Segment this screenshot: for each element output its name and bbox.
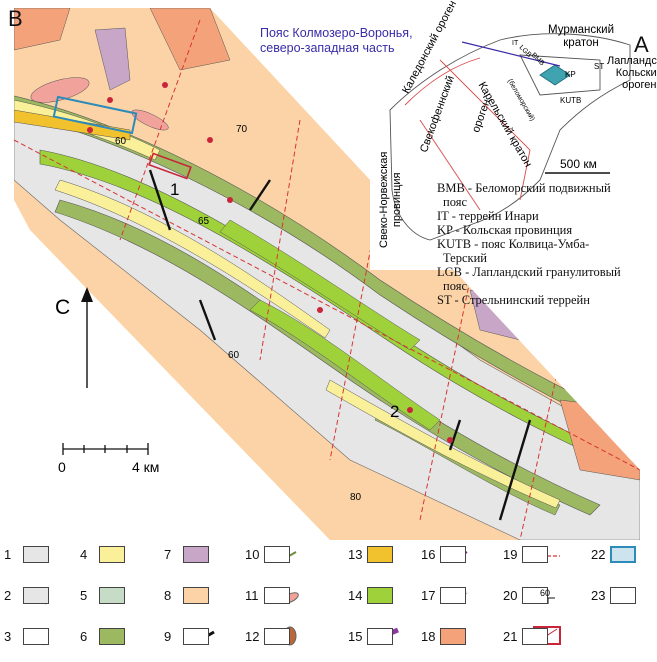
inset-note-4: KP - Кольская провинция — [437, 223, 573, 237]
legend-swatch-10 — [264, 546, 290, 563]
legend-swatch-13 — [367, 546, 393, 563]
legend-swatch-17 — [440, 587, 466, 604]
legend-number-8: 8 — [164, 588, 172, 603]
legend-swatch-2 — [23, 587, 49, 604]
inset-note-9: ST - Стрельнинский террейн — [437, 293, 590, 307]
legend-swatch-19 — [522, 546, 548, 563]
legend-number-22: 22 — [591, 547, 606, 562]
legend-swatch-11 — [264, 587, 290, 604]
legend-number-15: 15 — [348, 629, 363, 644]
site-2-label: 2 — [390, 402, 400, 421]
legend-swatch-16 — [440, 546, 466, 563]
legend-number-19: 19 — [503, 547, 518, 562]
inset-background — [370, 10, 657, 270]
dip-label-60a: 60 — [115, 136, 127, 147]
legend-number-9: 9 — [164, 629, 172, 644]
legend-number-1: 1 — [4, 547, 12, 562]
inset-callout-line-1: Пояс Колмозеро-Воронья, — [260, 26, 413, 40]
legend-number-2: 2 — [4, 588, 12, 603]
legend-number-17: 17 — [421, 588, 436, 603]
inset-map — [389, 33, 631, 241]
legend-number-4: 4 — [80, 547, 88, 562]
legend-number-6: 6 — [80, 629, 88, 644]
legend-number-10: 10 — [245, 547, 260, 562]
legend-number-16: 16 — [421, 547, 436, 562]
legend-swatch-22 — [610, 546, 636, 563]
site-1-label: 1 — [170, 180, 180, 199]
legend-number-14: 14 — [348, 588, 363, 603]
panel-label-inset: A — [634, 32, 649, 57]
dip-label-70: 70 — [236, 124, 248, 135]
inset-lapl-line-3: ороген — [622, 79, 657, 91]
north-label: С — [55, 296, 71, 319]
legend-number-23: 23 — [591, 588, 606, 603]
inset-label-kp: KP — [565, 70, 576, 79]
legend-swatch-12 — [264, 628, 290, 645]
dip-label-65: 65 — [198, 216, 210, 227]
legend-number-13: 13 — [348, 547, 363, 562]
legend-swatch-14 — [367, 587, 393, 604]
legend-swatch-20 — [522, 587, 548, 604]
inset-murmansk-line-2: кратон — [563, 37, 599, 49]
inset-label-it: IT — [512, 40, 519, 47]
legend-number-21: 21 — [503, 629, 518, 644]
legend-swatch-18 — [440, 628, 466, 645]
inset-note-7: LGB - Лапландский гранулитовый — [437, 265, 621, 279]
inset-note-1: BMB - Беломорский подвижный — [437, 181, 611, 195]
inset-lapl-line-1: Лапландско- — [607, 55, 657, 67]
scale-bar — [62, 443, 149, 455]
legend-swatch-3 — [23, 628, 49, 645]
inset-callout-line-2: северо-западная часть — [260, 41, 395, 55]
legend-number-20: 20 — [503, 588, 518, 603]
dip-label-60b: 60 — [228, 350, 240, 361]
inset-callout: Пояс Колмозеро-Воронья, северо-западная … — [260, 26, 413, 56]
dip-label-80: 80 — [350, 492, 362, 503]
inset-note-3: IT - террейн Инари — [437, 209, 539, 223]
legend-swatch-15 — [367, 628, 393, 645]
inset-notes: BMB - Беломорский подвижный пояс IT - те… — [437, 181, 621, 307]
inset-label-sveco-norw: Свеко-Норвежская провинция — [378, 152, 404, 248]
legend-swatch-23 — [610, 587, 636, 604]
scale-left-label: 0 — [58, 459, 66, 475]
inset-note-8: пояс — [443, 279, 467, 293]
inset-sveco-norw-line-1: Свеко-Норвежская — [378, 151, 390, 248]
scale-right-label: 4 км — [132, 459, 160, 475]
inset-label-lapland-kola: Лапландско- Кольский ороген — [607, 55, 657, 91]
legend-swatch-8 — [183, 587, 209, 604]
legend-number-7: 7 — [164, 547, 172, 562]
inset-murmansk-line-1: Мурманский — [548, 24, 615, 36]
inset-callout-line — [461, 41, 561, 67]
inset-note-5: KUTB - пояс Колвица-Умба- — [437, 237, 590, 251]
legend-swatch-1 — [23, 546, 49, 563]
legend-number-12: 12 — [245, 629, 260, 644]
panel-label-main: B — [8, 6, 23, 31]
legend-swatch-7 — [183, 546, 209, 563]
inset-label-kutb: KUTB — [560, 96, 582, 105]
legend-number-5: 5 — [80, 588, 88, 603]
legend-swatch-5 — [99, 587, 125, 604]
north-arrowhead-icon — [81, 287, 93, 302]
legend-swatch-21 — [522, 628, 548, 645]
inset-scale-label: 500 км — [560, 157, 597, 171]
legend-dip-symbol-label: 60 — [540, 588, 551, 598]
inset-murmansk: Мурманский кратон — [548, 24, 614, 50]
inset-lapl-line-2: Кольский — [615, 67, 657, 79]
inset-note-6: Терский — [443, 251, 487, 265]
inset-note-2: пояс — [443, 195, 467, 209]
legend-number-11: 11 — [245, 588, 259, 603]
legend-swatch-4 — [99, 546, 125, 563]
legend-swatch-9 — [183, 628, 209, 645]
inset-label-st: ST — [594, 62, 605, 71]
legend-number-18: 18 — [421, 629, 436, 644]
inset-sveco-norw-line-2: провинция — [391, 172, 403, 228]
legend-number-3: 3 — [4, 629, 12, 644]
legend-swatch-6 — [99, 628, 125, 645]
